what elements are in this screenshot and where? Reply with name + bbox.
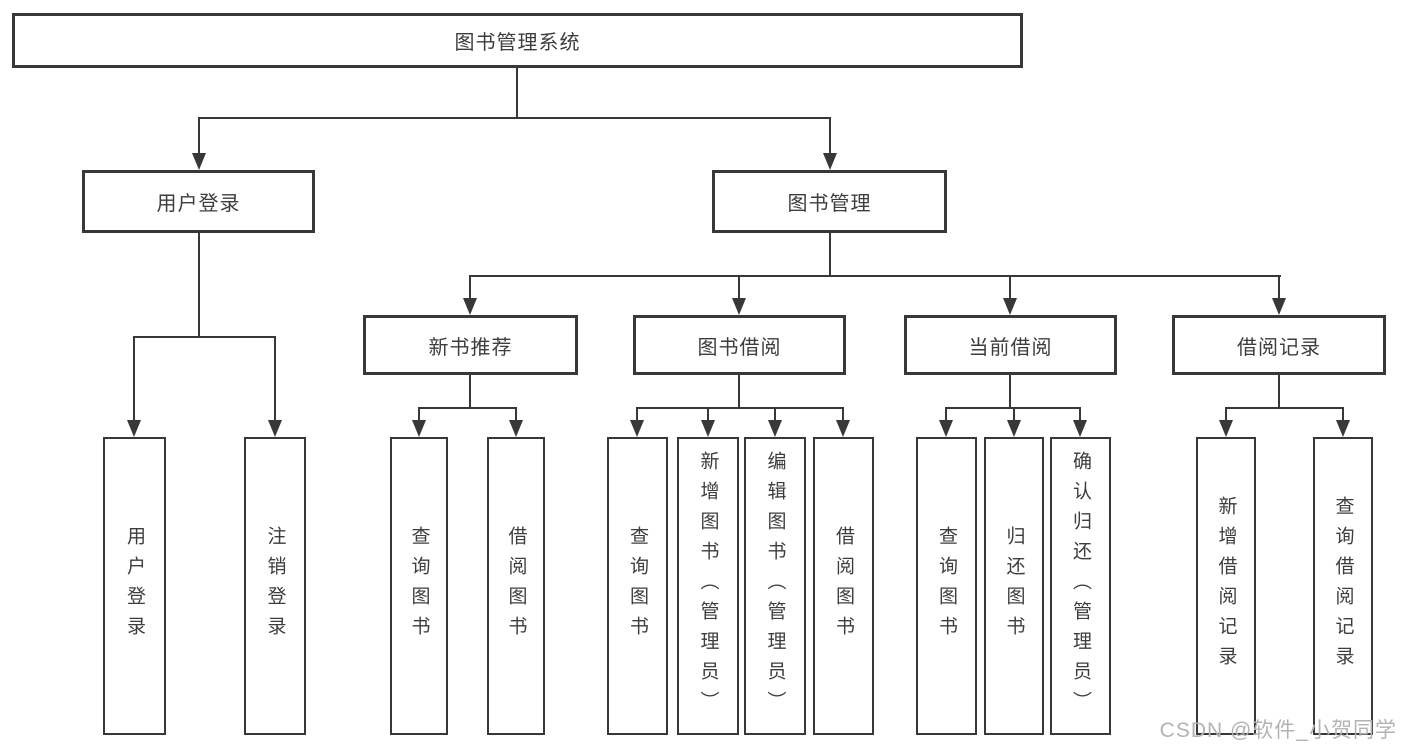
- leaf-add-borrow-record: 新增借阅记录: [1196, 437, 1256, 735]
- node-book-management: 图书管理: [712, 170, 947, 233]
- connector-line: [1013, 407, 1015, 424]
- arrow-down-icon: [939, 420, 953, 437]
- leaf-logout-label: 注销登录: [264, 526, 286, 646]
- node-user-login-label: 用户登录: [156, 193, 241, 215]
- node-borrow-records-label: 借阅记录: [1237, 336, 1321, 359]
- node-root-label: 图书管理系统: [454, 32, 581, 54]
- connector-line: [1278, 375, 1280, 408]
- node-book-borrowing-label: 图书借阅: [697, 336, 782, 359]
- leaf-query-books-recommend-label: 查询图书: [408, 526, 430, 646]
- node-current-borrowing: 当前借阅: [904, 315, 1117, 375]
- leaf-query-books-borrowing-label: 查询图书: [627, 526, 648, 646]
- arrow-down-icon: [192, 153, 206, 170]
- connector-line: [198, 117, 831, 119]
- connector-line: [636, 407, 638, 424]
- connector-line: [774, 407, 776, 424]
- arrow-down-icon: [463, 298, 477, 315]
- arrow-down-icon: [1272, 298, 1286, 315]
- leaf-confirm-return-admin: 确认归还（管理员）: [1050, 437, 1111, 735]
- connector-line: [1009, 275, 1011, 301]
- leaf-borrow-books-borrowing: 借阅图书: [813, 437, 874, 735]
- arrow-down-icon: [127, 420, 141, 437]
- arrow-down-icon: [1219, 420, 1233, 437]
- connector-line: [1225, 407, 1227, 424]
- leaf-return-books-label: 归还图书: [1003, 526, 1025, 646]
- node-new-book-recommend: 新书推荐: [363, 315, 578, 375]
- leaf-query-books-current-label: 查询图书: [936, 526, 957, 646]
- connector-line: [418, 407, 517, 409]
- arrow-down-icon: [768, 420, 782, 437]
- connector-line: [198, 117, 200, 156]
- connector-line: [1225, 407, 1344, 409]
- connector-line: [636, 407, 844, 409]
- connector-line: [945, 407, 947, 424]
- leaf-edit-books-admin-label: 编辑图书（管理员）: [764, 451, 786, 721]
- connector-line: [738, 275, 740, 301]
- connector-line: [829, 233, 831, 276]
- arrow-down-icon: [1073, 420, 1087, 437]
- connector-line: [418, 407, 420, 424]
- connector-line: [1278, 275, 1280, 301]
- node-user-login: 用户登录: [82, 170, 315, 233]
- connector-line: [1342, 407, 1344, 424]
- connector-line: [274, 336, 276, 424]
- arrow-down-icon: [732, 298, 746, 315]
- arrow-down-icon: [1003, 298, 1017, 315]
- arrow-down-icon: [268, 420, 282, 437]
- connector-line: [133, 336, 276, 338]
- node-root: 图书管理系统: [12, 13, 1023, 68]
- connector-line: [842, 407, 844, 424]
- leaf-borrow-books-recommend: 借阅图书: [487, 437, 545, 735]
- leaf-user-login: 用户登录: [103, 437, 166, 735]
- node-borrow-records: 借阅记录: [1172, 315, 1386, 375]
- connector-line: [469, 375, 471, 408]
- leaf-query-books-current: 查询图书: [916, 437, 977, 735]
- connector-line: [198, 233, 200, 337]
- arrow-down-icon: [1007, 420, 1021, 437]
- connector-line: [829, 117, 831, 156]
- node-book-borrowing: 图书借阅: [633, 315, 846, 375]
- leaf-query-books-recommend: 查询图书: [390, 437, 448, 735]
- csdn-watermark: CSDN @软件_小贺同学: [1159, 719, 1397, 742]
- connector-line: [738, 375, 740, 408]
- connector-line: [516, 68, 518, 118]
- arrow-down-icon: [509, 420, 523, 437]
- leaf-query-borrow-record-label: 查询借阅记录: [1332, 496, 1354, 676]
- leaf-user-login-label: 用户登录: [124, 526, 145, 646]
- connector-line: [515, 407, 517, 424]
- leaf-query-borrow-record: 查询借阅记录: [1313, 437, 1373, 735]
- leaf-add-books-admin: 新增图书（管理员）: [677, 437, 739, 735]
- connector-line: [133, 336, 135, 424]
- connector-line: [469, 275, 1281, 277]
- leaf-logout: 注销登录: [244, 437, 306, 735]
- connector-line: [707, 407, 709, 424]
- node-current-borrowing-label: 当前借阅: [968, 336, 1053, 359]
- arrow-down-icon: [836, 420, 850, 437]
- connector-line: [1009, 375, 1011, 408]
- leaf-borrow-books-borrowing-label: 借阅图书: [833, 526, 854, 646]
- arrow-down-icon: [1336, 420, 1350, 437]
- node-new-book-recommend-label: 新书推荐: [428, 336, 513, 359]
- leaf-add-books-admin-label: 新增图书（管理员）: [697, 451, 719, 721]
- arrow-down-icon: [823, 153, 837, 170]
- arrow-down-icon: [630, 420, 644, 437]
- leaf-return-books: 归还图书: [984, 437, 1044, 735]
- leaf-query-books-borrowing: 查询图书: [607, 437, 668, 735]
- node-book-management-label: 图书管理: [787, 193, 872, 215]
- leaf-add-borrow-record-label: 新增借阅记录: [1215, 496, 1237, 676]
- arrow-down-icon: [412, 420, 426, 437]
- arrow-down-icon: [701, 420, 715, 437]
- leaf-borrow-books-recommend-label: 借阅图书: [505, 526, 527, 646]
- connector-line: [1079, 407, 1081, 424]
- connector-line: [469, 275, 471, 301]
- leaf-confirm-return-admin-label: 确认归还（管理员）: [1070, 451, 1091, 721]
- leaf-edit-books-admin: 编辑图书（管理员）: [744, 437, 806, 735]
